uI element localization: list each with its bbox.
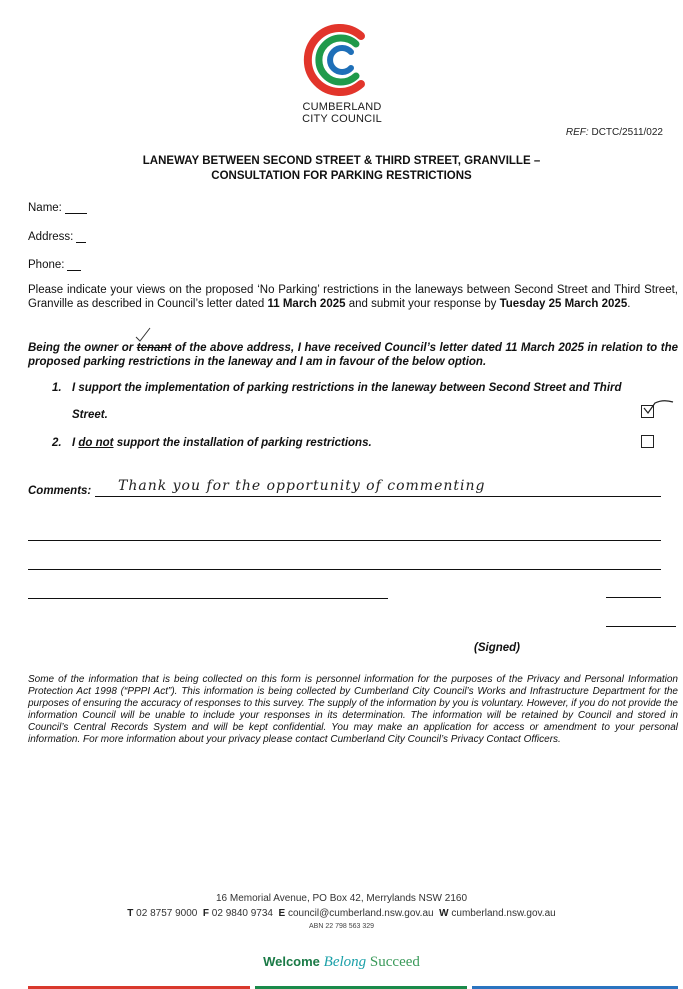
footer-bar-red — [28, 986, 250, 989]
address-label: Address: — [28, 231, 74, 243]
option-2-number: 2. — [52, 437, 62, 449]
fax-label: F — [202, 908, 210, 919]
council-name-line2: CITY COUNCIL — [302, 113, 382, 125]
signature-line-short[interactable] — [606, 597, 661, 598]
handwritten-comment: Thank you for the opportunity of comment… — [118, 478, 486, 494]
footer-contact: T 02 8757 9000 F 02 9840 9734 E council@… — [0, 908, 683, 919]
fax-number: 02 9840 9734 — [211, 908, 273, 919]
intro-text-1: Please indicate your views on the propos… — [28, 284, 678, 310]
privacy-statement: Some of the information that is being co… — [28, 674, 678, 745]
phone-field: Phone: — [28, 259, 82, 271]
slogan-welcome: Welcome — [263, 954, 320, 969]
council-name-line1: CUMBERLAND — [302, 101, 382, 113]
comments-line-2[interactable] — [28, 540, 661, 541]
option-2-emphasis: do not — [78, 437, 114, 449]
intro-date-letter: 11 March 2025 — [267, 298, 346, 310]
phone-number: 02 8757 9000 — [136, 908, 198, 919]
intro-text-2: and submit your response by — [345, 298, 500, 310]
abn: ABN 22 798 563 329 — [309, 923, 374, 930]
phone-label: Phone: — [28, 259, 65, 271]
handwritten-tick-mark — [135, 327, 151, 342]
title-line1: LANEWAY BETWEEN SECOND STREET & THIRD ST… — [142, 155, 541, 167]
declaration-text-2: of the above address, I have received Co… — [28, 342, 678, 368]
slogan: Welcome Belong Succeed — [0, 954, 683, 971]
cumberland-logo-icon — [303, 24, 365, 96]
intro-paragraph: Please indicate your views on the propos… — [28, 283, 678, 311]
reference: REF: DCTC/2511/022 — [566, 127, 663, 138]
reference-label: REF: — [565, 127, 589, 138]
option-1-text: I support the implementation of parking … — [72, 382, 622, 394]
option-1-continuation: Street. — [72, 409, 672, 421]
intro-text-3: . — [627, 298, 631, 310]
document-title: LANEWAY BETWEEN SECOND STREET & THIRD ST… — [0, 154, 683, 184]
footer-bar-green — [255, 986, 467, 989]
comments-label: Comments: — [28, 485, 92, 497]
signed-label: (Signed) — [474, 642, 520, 654]
web-label: W — [439, 908, 449, 919]
option-1: 1. I support the implementation of parkin… — [52, 382, 652, 394]
comments-line-1[interactable] — [95, 496, 661, 497]
email-label: E — [278, 908, 286, 919]
footer-address: 16 Memorial Avenue, PO Box 42, Merryland… — [215, 893, 468, 904]
comments-line-4[interactable] — [28, 598, 388, 599]
option-2-text-post: support the installation of parking rest… — [113, 437, 372, 449]
name-label: Name: — [28, 202, 62, 214]
reference-number: DCTC/2511/022 — [591, 127, 663, 138]
declaration-struck-word: tenant — [136, 342, 172, 354]
slogan-belong: Belong — [323, 954, 367, 970]
website-link[interactable]: cumberland.nsw.gov.au — [451, 908, 556, 919]
phone-input-line[interactable] — [67, 260, 82, 271]
checkbox-checked-icon — [643, 400, 674, 415]
option-1-number: 1. — [52, 382, 62, 394]
signature-line[interactable] — [606, 626, 676, 627]
phone-label-footer: T — [127, 908, 134, 919]
name-input-line[interactable] — [64, 203, 87, 214]
declaration-paragraph: Being the owner or tenant of the above a… — [28, 341, 678, 369]
council-logo — [296, 18, 386, 107]
option-1-text-2: Street. — [72, 409, 108, 421]
option-2-text-pre: I — [72, 437, 79, 449]
option-2-checkbox[interactable] — [641, 435, 654, 448]
name-field: Name: — [28, 202, 87, 214]
council-name: CUMBERLAND CITY COUNCIL — [280, 101, 404, 125]
declaration-text-1: Being the owner or — [28, 342, 137, 354]
slogan-succeed: Succeed — [369, 954, 420, 970]
email-link[interactable]: council@cumberland.nsw.gov.au — [287, 908, 434, 919]
title-line2: CONSULTATION FOR PARKING RESTRICTIONS — [211, 170, 472, 182]
address-field: Address: — [28, 231, 87, 243]
comments-line-3[interactable] — [28, 569, 661, 570]
intro-date-deadline: Tuesday 25 March 2025 — [499, 298, 628, 310]
option-1-checkbox[interactable] — [641, 400, 674, 418]
footer-bar-blue — [472, 986, 678, 989]
option-2: 2. I do not support the installation of p… — [52, 437, 652, 449]
address-input-line[interactable] — [76, 232, 87, 243]
